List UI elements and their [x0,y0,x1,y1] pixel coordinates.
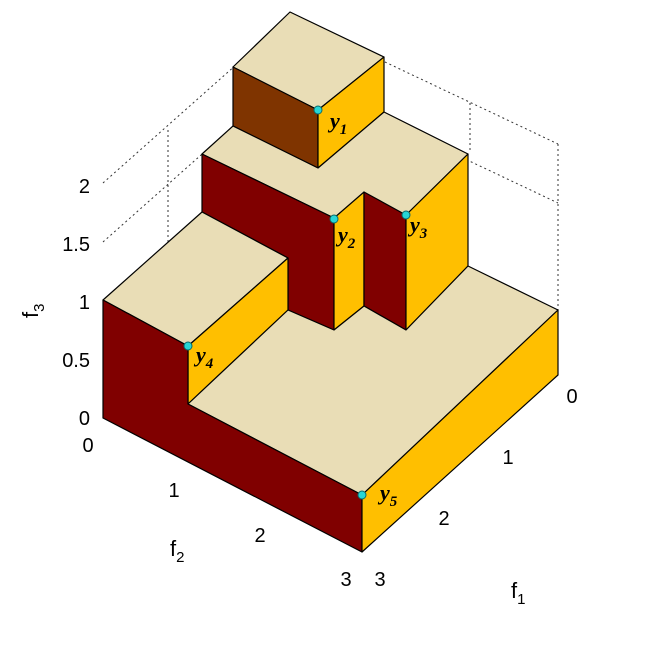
f3-tick-label: 0.5 [62,350,90,372]
f1-tick-label: 2 [438,508,449,530]
f1-tick-label: 1 [502,447,513,469]
point-label-y5: y5 [377,480,398,510]
f3-tick-label: 2 [79,176,90,198]
point-labels: y1 y2 y3 y4 y5 [193,108,428,510]
f1-tick-label: 0 [566,386,577,408]
point-marker-y2 [329,214,339,224]
f3-tick-label: 1.5 [62,234,90,256]
f2-tick-label: 1 [168,480,179,502]
point-markers [183,105,411,500]
f3-axis-ticks: 0 0.5 1 1.5 2 [62,176,90,430]
point-label-y3: y3 [407,212,428,242]
f2-axis-label: f2 [170,536,184,566]
f3-axis-label: f3 [18,304,48,318]
point-marker-y4 [183,341,193,351]
attainment-solid [102,11,559,553]
f2-tick-label: 3 [340,569,351,591]
point-marker-y3 [401,210,411,220]
point-label-y4: y4 [193,342,214,372]
f2-tick-label: 0 [82,435,93,457]
f2-axis-ticks: 0 1 2 3 [82,435,351,591]
f2-tick-label: 2 [254,525,265,547]
f3-tick-label: 0 [79,408,90,430]
f1-axis-ticks: 0 1 2 3 [374,386,577,591]
point-marker-y5 [357,490,367,500]
f1-tick-label: 3 [374,569,385,591]
point-label-y1: y1 [327,108,347,138]
base-right-face [361,309,559,553]
point-label-y2: y2 [335,222,356,252]
f3-tick-label: 1 [79,292,90,314]
f1-axis-label: f1 [511,578,525,608]
point-marker-y1 [313,105,323,115]
